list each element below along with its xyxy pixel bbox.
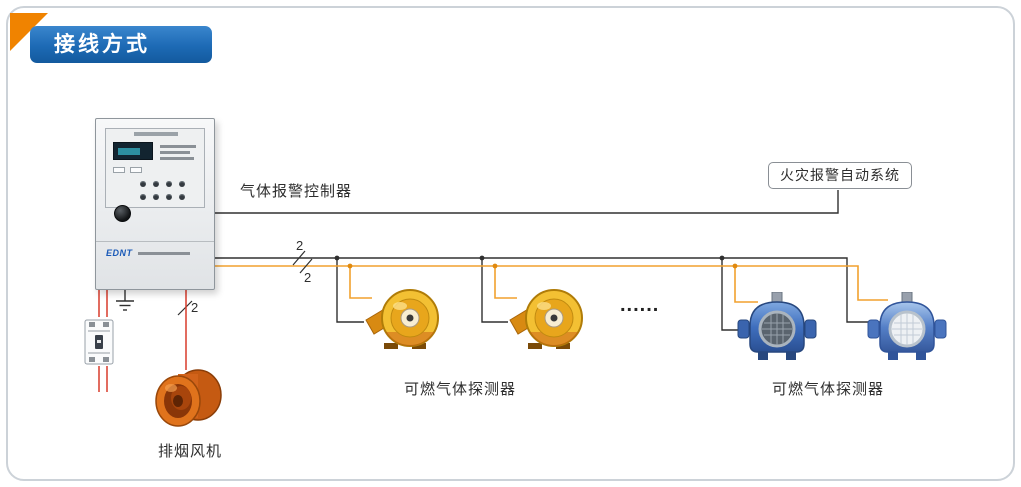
panel-button: [140, 181, 146, 187]
fan-wire-count: 2: [191, 300, 199, 315]
fire-alarm-system-label: 火灾报警自动系统: [780, 167, 900, 183]
power-wire-count: 2: [304, 270, 312, 285]
controller-logo-caption: [138, 252, 190, 255]
panel-text-line: [160, 151, 190, 154]
page-title-text: 接线方式: [54, 33, 150, 56]
gas-detector-yellow-1: [356, 286, 448, 357]
wire-count-ticks: [177, 250, 313, 316]
panel-button: [166, 181, 172, 187]
power-bus-wire: [215, 263, 888, 303]
detector-label-right: 可燃气体探测器: [772, 381, 885, 398]
controller-display: [113, 142, 153, 160]
controller-front-panel: [105, 128, 205, 208]
panel-button: [179, 181, 185, 187]
panel-indicator: [113, 167, 125, 173]
signal-bus-wire: [215, 255, 880, 331]
gas-detector-blue-2: [866, 291, 948, 371]
continuation-dots: ......: [620, 294, 660, 316]
panel-button: [179, 194, 185, 200]
page-title: 接线方式: [30, 26, 212, 63]
fire-link-wire: [215, 190, 839, 214]
gas-detector-yellow-2: [500, 286, 592, 357]
fan-label: 排烟风机: [158, 443, 223, 460]
gas-alarm-controller: EDNT: [95, 118, 215, 290]
power-red-wires: [98, 290, 187, 392]
detector-label-left: 可燃气体探测器: [404, 381, 517, 398]
ground-symbol: [116, 290, 134, 311]
panel-text-line: [160, 157, 194, 160]
controller-label: 气体报警控制器: [240, 183, 353, 200]
panel-button: [166, 194, 172, 200]
panel-indicator: [130, 167, 142, 173]
fire-alarm-system-box: 火灾报警自动系统: [768, 162, 912, 189]
controller-door-seam: [96, 241, 214, 242]
exhaust-fan: [148, 368, 228, 437]
controller-nameplate: [134, 132, 178, 136]
panel-button: [153, 194, 159, 200]
panel-button: [140, 194, 146, 200]
gas-detector-blue-1: [736, 291, 818, 371]
signal-wire-count: 2: [296, 238, 304, 253]
panel-button: [153, 181, 159, 187]
circuit-breaker: [84, 316, 114, 373]
controller-logo: EDNT: [106, 248, 133, 258]
controller-alarm-knob: [114, 205, 131, 222]
panel-text-line: [160, 145, 196, 148]
